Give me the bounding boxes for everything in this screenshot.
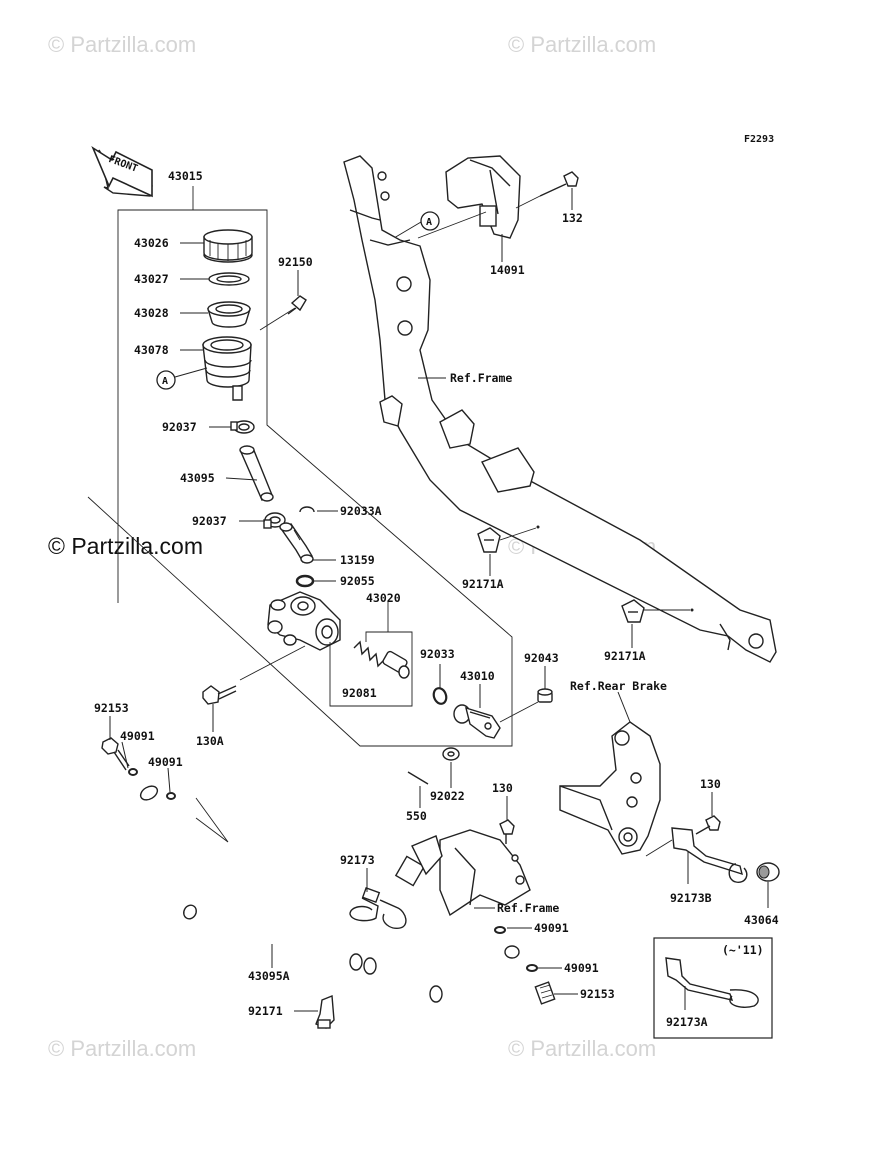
reservoir-cap-part [203, 229, 253, 263]
banjo-bolt-92153-right-part [534, 981, 556, 1005]
part-number-43064: 43064 [744, 913, 779, 927]
bolt-132-part [515, 171, 579, 209]
part-number-550: 550 [406, 809, 427, 823]
part-number-43010: 43010 [460, 669, 495, 683]
clamp-92171-part [315, 994, 335, 1029]
frame-bracket-lower-part [394, 829, 531, 917]
part-number-92043: 92043 [524, 651, 559, 665]
part-number-43026: 43026 [134, 236, 169, 250]
callout-a-frame-icon: A [393, 211, 440, 239]
washer-49091-a-part [128, 768, 138, 776]
part-number-43020: 43020 [366, 591, 401, 605]
part-number-43015: 43015 [168, 169, 203, 183]
main-frame-part [343, 155, 777, 663]
year-note: (~'11) [722, 943, 764, 957]
callout-a-icon: A [156, 367, 208, 390]
part-number-49091-c: 49091 [534, 921, 569, 935]
reservoir-part [202, 336, 252, 401]
bolt-130a-part [202, 685, 237, 705]
clamp-92173b-part [645, 827, 748, 883]
master-cylinder-group-outline [87, 186, 513, 747]
part-number-92037-top: 92037 [162, 420, 197, 434]
part-number-130-center: 130 [492, 781, 513, 795]
brake-hose-43095a-part [137, 785, 529, 1023]
watermark-top-right: © Partzilla.com [508, 32, 656, 57]
screw-92150-part [259, 295, 307, 331]
watermark-top-left: © Partzilla.com [48, 32, 196, 57]
part-number-132: 132 [562, 211, 583, 225]
spring-92081-part [353, 640, 410, 679]
diagram-code: F2293 [744, 134, 774, 145]
part-number-13159: 13159 [340, 553, 375, 567]
bolt-130-right-part [695, 815, 721, 835]
ref-frame-lower: Ref.Frame [497, 901, 559, 915]
part-number-92173B: 92173B [670, 891, 712, 905]
part-number-92033A: 92033A [340, 504, 382, 518]
circlip-92033-part [432, 687, 448, 705]
part-number-92150: 92150 [278, 255, 313, 269]
part-number-130-right: 130 [700, 777, 721, 791]
grommet-43064-part [756, 862, 780, 882]
part-number-92055: 92055 [340, 574, 375, 588]
washer-49091-d-part [526, 964, 538, 972]
clamp-92171a-upper-part [477, 525, 540, 553]
part-number-92153-right: 92153 [580, 987, 615, 1001]
clamp-92037-top-part [230, 420, 255, 434]
washer-92022-part [442, 747, 460, 761]
part-number-92153-left: 92153 [94, 701, 129, 715]
part-number-43078: 43078 [134, 343, 169, 357]
piston-kit-43020-bracket [329, 602, 413, 707]
watermark-bottom-left: © Partzilla.com [48, 1036, 196, 1061]
bolt-130-center-part [499, 819, 515, 844]
hose-43095-part [239, 445, 274, 502]
part-number-92173: 92173 [340, 853, 375, 867]
svg-text:A: A [426, 217, 432, 228]
part-number-49091-a: 49091 [120, 729, 155, 743]
clamp-92173-part [349, 887, 407, 929]
part-number-49091-d: 49091 [564, 961, 599, 975]
part-number-14091: 14091 [490, 263, 525, 277]
diaphragm-plate-part [208, 272, 250, 286]
circlip-92033a-part [299, 506, 315, 513]
svg-text:A: A [162, 376, 168, 387]
front-arrow-icon: FRONT [91, 145, 153, 198]
part-number-92171A-upper: 92171A [462, 577, 504, 591]
o-ring-92055-part [295, 574, 315, 588]
rear-brake-bracket-part [559, 721, 661, 855]
part-number-130A: 130A [196, 734, 224, 748]
part-number-92033: 92033 [420, 647, 455, 661]
part-number-43095: 43095 [180, 471, 215, 485]
part-number-92173A: 92173A [666, 1015, 708, 1029]
washer-49091-b-part [166, 792, 176, 800]
pin-92043-part [499, 688, 553, 723]
master-cylinder-body-part [239, 591, 341, 681]
part-number-92022: 92022 [430, 789, 465, 803]
part-number-43028: 43028 [134, 306, 169, 320]
ref-rear-brake: Ref.Rear Brake [570, 679, 667, 693]
elbow-fitting-13159-part [279, 522, 314, 564]
cotter-pin-550-part [407, 771, 429, 785]
watermark-bottom-right: © Partzilla.com [508, 1036, 656, 1061]
diaphragm-part [207, 301, 251, 328]
watermark-middle-left: © Partzilla.com [48, 533, 203, 559]
clamp-92037-lower-part [263, 512, 286, 529]
part-number-43095A: 43095A [248, 969, 290, 983]
ref-frame-upper: Ref.Frame [450, 371, 512, 385]
inset-box-92173a: (~'11) 92173A [653, 937, 773, 1039]
push-rod-43010-part [453, 704, 501, 739]
cover-14091-part [417, 155, 521, 239]
part-number-43027: 43027 [134, 272, 169, 286]
part-number-92037-lower: 92037 [192, 514, 227, 528]
clamp-92171a-lower-part [621, 599, 694, 623]
part-number-92171: 92171 [248, 1004, 283, 1018]
washer-49091-c-part [494, 926, 506, 934]
part-number-49091-b: 49091 [148, 755, 183, 769]
part-number-92171A-lower: 92171A [604, 649, 646, 663]
part-number-92081: 92081 [342, 686, 377, 700]
